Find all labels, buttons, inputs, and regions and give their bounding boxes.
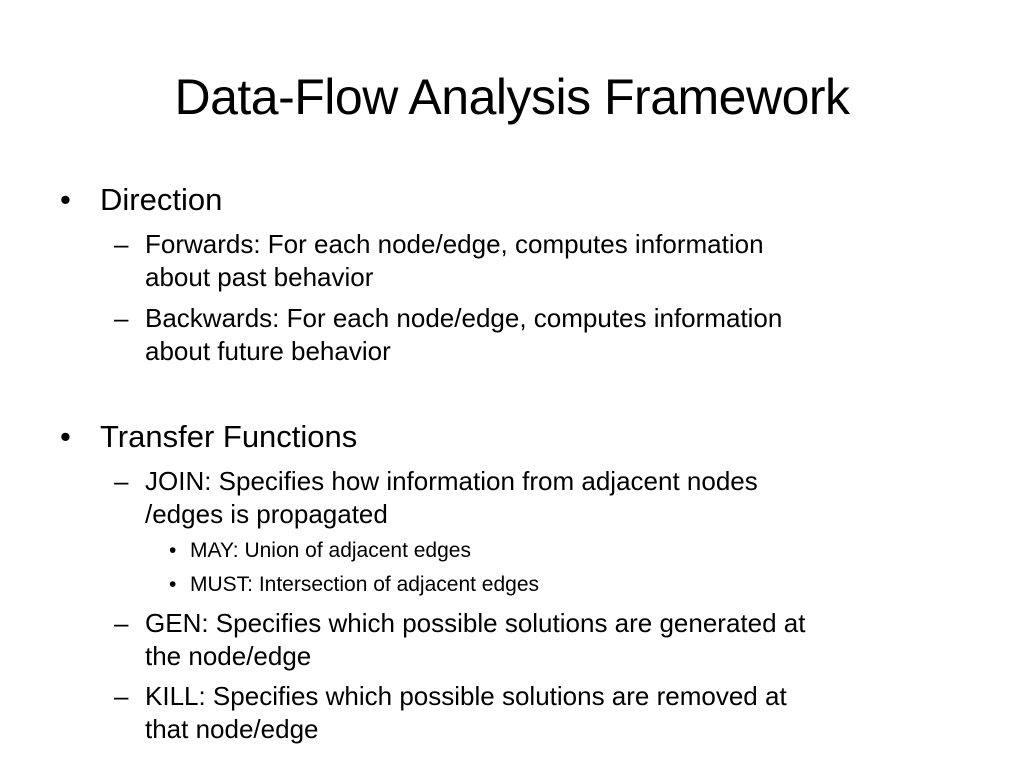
sub-sub-bullet-text: MUST: Intersection of adjacent edges xyxy=(190,573,540,596)
sub-bullet-backwards: – Backwards: For each node/edge, compute… xyxy=(114,302,783,368)
sub-sub-bullet-may: • MAY: Union of adjacent edges xyxy=(169,537,471,565)
sub-bullet-line-2: that node/edge xyxy=(145,714,319,744)
dash-icon: – xyxy=(114,466,129,496)
sub-bullet-gen: – GEN: Specifies which possible solution… xyxy=(114,607,806,673)
sub-bullet-join: – JOIN: Specifies how information from a… xyxy=(114,465,758,531)
sub-bullet-line-1: GEN: Specifies which possible solutions … xyxy=(145,608,806,638)
bullet-icon: • xyxy=(169,573,177,596)
sub-bullet-line-1: Backwards: For each node/edge, computes … xyxy=(145,303,783,333)
sub-bullet-line-2: the node/edge xyxy=(145,641,312,671)
bullet-label: Transfer Functions xyxy=(100,419,358,454)
dash-icon: – xyxy=(114,229,129,259)
sub-bullet-line-2: about future behavior xyxy=(145,336,391,366)
dash-icon: – xyxy=(114,608,129,638)
bullet-label: Direction xyxy=(100,182,223,217)
sub-bullet-line-1: KILL: Specifies which possible solutions… xyxy=(145,681,787,711)
bullet-icon: • xyxy=(60,182,71,217)
bullet-icon: • xyxy=(169,539,177,562)
slide-title: Data-Flow Analysis Framework xyxy=(174,69,850,125)
sub-sub-bullet-text: MAY: Union of adjacent edges xyxy=(190,539,471,562)
sub-bullet-line-1: JOIN: Specifies how information from adj… xyxy=(145,466,758,496)
sub-sub-bullet-must: • MUST: Intersection of adjacent edges xyxy=(169,571,540,599)
dash-icon: – xyxy=(114,681,129,711)
dash-icon: – xyxy=(114,303,129,333)
sub-bullet-line-2: /edges is propagated xyxy=(145,499,388,529)
bullet-direction: • Direction xyxy=(60,182,223,218)
bullet-transfer-functions: • Transfer Functions xyxy=(60,419,358,455)
sub-bullet-forwards: – Forwards: For each node/edge, computes… xyxy=(114,228,764,294)
bullet-icon: • xyxy=(60,419,71,454)
sub-bullet-line-2: about past behavior xyxy=(145,262,374,292)
sub-bullet-kill: – KILL: Specifies which possible solutio… xyxy=(114,680,787,746)
sub-bullet-line-1: Forwards: For each node/edge, computes i… xyxy=(145,229,764,259)
